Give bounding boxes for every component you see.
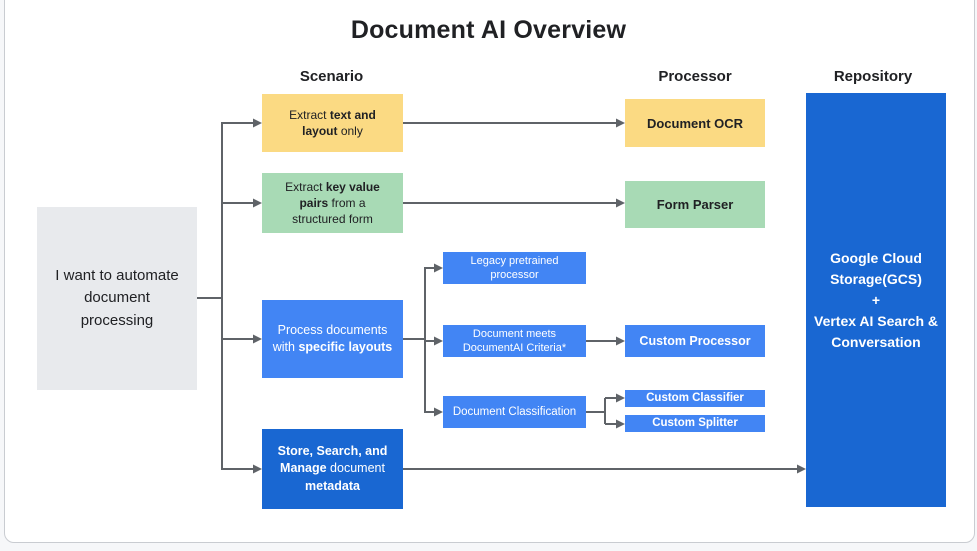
processor-custom-classifier-label: Custom Classifier	[646, 392, 744, 404]
scenario-store-search-manage-box: Store, Search, and Manage document metad…	[262, 429, 403, 509]
scenario-store-search-manage-label: Store, Search, and Manage document metad…	[277, 443, 388, 493]
sub-document-classification-box: Document Classification	[443, 396, 586, 428]
repository-box: Google Cloud Storage(GCS) + Vertex AI Se…	[806, 93, 946, 507]
processor-custom-processor-box: Custom Processor	[625, 325, 765, 357]
scenario-extract-key-value-box: Extract key value pairs from a structure…	[262, 173, 403, 233]
intent-label: I want to automate document processing	[55, 266, 179, 329]
scenario-process-documents-box: Process documents with specific layouts	[262, 300, 403, 378]
processor-custom-splitter-box: Custom Splitter	[625, 415, 765, 432]
sub-document-meets-criteria-label: Document meets DocumentAI Criteria*	[462, 327, 567, 354]
processor-form-parser-label: Form Parser	[656, 197, 734, 212]
page-title: Document AI Overview	[350, 16, 627, 44]
scenario-extract-text-box: Extract text and layout only	[262, 94, 403, 152]
repository-label: Google Cloud Storage(GCS) + Vertex AI Se…	[814, 249, 938, 350]
sub-legacy-pretrained-label: Legacy pretrained processor	[470, 254, 559, 281]
sub-document-meets-criteria-box: Document meets DocumentAI Criteria*	[443, 325, 586, 357]
scenario-process-documents-label: Process documents with specific layouts	[272, 322, 393, 355]
processor-custom-splitter-label: Custom Splitter	[652, 417, 738, 429]
sub-document-classification-label: Document Classification	[452, 405, 577, 418]
processor-custom-classifier-box: Custom Classifier	[625, 390, 765, 407]
scenario-extract-text-label: Extract text and layout only	[289, 107, 376, 138]
column-header-processor: Processor	[658, 68, 732, 85]
scenario-extract-key-value-label: Extract key value pairs from a structure…	[285, 179, 380, 227]
processor-document-ocr-box: Document OCR	[625, 99, 765, 147]
processor-document-ocr-label: Document OCR	[646, 115, 744, 131]
intent-box: I want to automate document processing	[37, 207, 197, 390]
column-header-repository: Repository	[833, 68, 913, 85]
processor-custom-processor-label: Custom Processor	[639, 334, 751, 348]
sub-legacy-pretrained-box: Legacy pretrained processor	[443, 252, 586, 284]
processor-form-parser-box: Form Parser	[625, 181, 765, 228]
column-header-scenario: Scenario	[299, 68, 364, 85]
